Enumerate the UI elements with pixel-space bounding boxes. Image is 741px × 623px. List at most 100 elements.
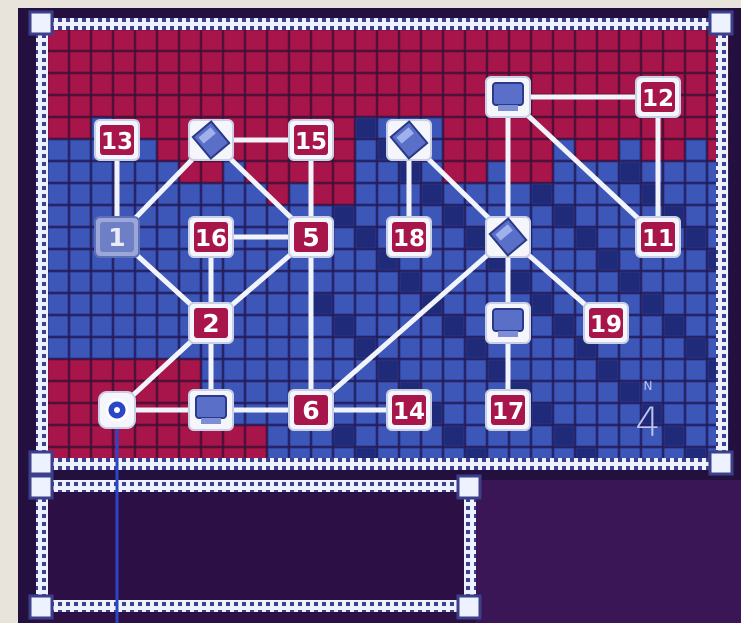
grid-cell bbox=[554, 404, 574, 424]
grid-cell bbox=[114, 316, 134, 336]
grid-cell bbox=[444, 250, 464, 270]
computer-terminal-icon[interactable] bbox=[486, 303, 530, 343]
grid-cell bbox=[48, 118, 68, 138]
grid-cell bbox=[532, 360, 552, 380]
grid-cell bbox=[444, 338, 464, 358]
grid-cell bbox=[334, 184, 354, 204]
grid-cell bbox=[334, 30, 354, 50]
grid-cell bbox=[268, 162, 288, 182]
grid-cell bbox=[466, 272, 486, 292]
grid-cell bbox=[334, 140, 354, 160]
grid-cell bbox=[356, 206, 376, 226]
node-15[interactable]: 15 bbox=[289, 120, 333, 160]
node-label: 14 bbox=[393, 399, 425, 425]
grid-cell bbox=[356, 74, 376, 94]
grid-cell bbox=[686, 404, 706, 424]
grid-cell bbox=[246, 206, 266, 226]
grid-cell bbox=[686, 360, 706, 380]
grid-cell bbox=[202, 162, 222, 182]
cursor-target-icon[interactable] bbox=[99, 392, 135, 428]
grid-cell bbox=[598, 162, 618, 182]
grid-cell bbox=[466, 338, 486, 358]
grid-cell bbox=[576, 228, 596, 248]
grid-cell bbox=[422, 30, 442, 50]
grid-cell bbox=[312, 30, 332, 50]
computer-terminal-icon[interactable] bbox=[189, 390, 233, 430]
grid-cell bbox=[642, 316, 662, 336]
grid-cell bbox=[686, 74, 706, 94]
node-6[interactable]: 6 bbox=[289, 390, 333, 430]
grid-cell bbox=[334, 228, 354, 248]
grid-cell bbox=[268, 96, 288, 116]
grid-cell bbox=[466, 140, 486, 160]
grid-cell bbox=[356, 382, 376, 402]
node-18[interactable]: 18 bbox=[387, 217, 431, 257]
grid-cell bbox=[664, 30, 684, 50]
grid-cell bbox=[356, 404, 376, 424]
robot-icon[interactable] bbox=[189, 120, 233, 160]
grid-cell bbox=[598, 360, 618, 380]
grid-cell bbox=[532, 294, 552, 314]
grid-cell bbox=[48, 272, 68, 292]
grid-cell bbox=[268, 30, 288, 50]
grid-cell bbox=[620, 140, 640, 160]
grid-cell bbox=[510, 118, 530, 138]
grid-cell bbox=[334, 426, 354, 446]
grid-cell bbox=[466, 30, 486, 50]
grid-cell bbox=[378, 96, 398, 116]
robot-icon[interactable] bbox=[387, 120, 431, 160]
node-11[interactable]: 11 bbox=[636, 217, 680, 257]
grid-cell bbox=[268, 338, 288, 358]
grid-cell bbox=[532, 426, 552, 446]
grid-cell bbox=[686, 426, 706, 446]
grid-cell bbox=[598, 206, 618, 226]
computer-terminal-icon[interactable] bbox=[486, 77, 530, 117]
grid-cell bbox=[686, 250, 706, 270]
grid-cell bbox=[488, 162, 508, 182]
node-17[interactable]: 17 bbox=[486, 390, 530, 430]
node-12[interactable]: 12 bbox=[636, 77, 680, 117]
grid-cell bbox=[576, 140, 596, 160]
grid-cell bbox=[356, 52, 376, 72]
grid-cell bbox=[664, 360, 684, 380]
grid-cell bbox=[114, 96, 134, 116]
node-2[interactable]: 2 bbox=[189, 303, 233, 343]
grid-cell bbox=[598, 272, 618, 292]
node-13[interactable]: 13 bbox=[95, 120, 139, 160]
grid-cell bbox=[686, 162, 706, 182]
grid-cell bbox=[488, 52, 508, 72]
grid-cell bbox=[158, 74, 178, 94]
node-1[interactable]: 1 bbox=[95, 217, 139, 257]
node-5[interactable]: 5 bbox=[289, 217, 333, 257]
grid-cell bbox=[576, 404, 596, 424]
grid-cell bbox=[488, 272, 508, 292]
grid-cell bbox=[70, 272, 90, 292]
grid-cell bbox=[312, 162, 332, 182]
grid-cell bbox=[554, 162, 574, 182]
grid-cell bbox=[158, 294, 178, 314]
grid-cell bbox=[334, 162, 354, 182]
node-14[interactable]: 14 bbox=[387, 390, 431, 430]
grid-cell bbox=[466, 96, 486, 116]
node-label: 11 bbox=[642, 226, 674, 252]
grid-cell bbox=[202, 30, 222, 50]
grid-cell bbox=[70, 30, 90, 50]
node-19[interactable]: 19 bbox=[584, 303, 628, 343]
grid-cell bbox=[510, 272, 530, 292]
grid-cell bbox=[466, 426, 486, 446]
grid-cell bbox=[444, 52, 464, 72]
grid-cell bbox=[114, 360, 134, 380]
grid-cell bbox=[400, 272, 420, 292]
grid-cell bbox=[400, 360, 420, 380]
node-label: 5 bbox=[302, 223, 319, 252]
grid-cell bbox=[554, 228, 574, 248]
robot-icon[interactable] bbox=[486, 217, 530, 257]
grid-cell bbox=[466, 52, 486, 72]
node-16[interactable]: 16 bbox=[189, 217, 233, 257]
grid-cell bbox=[642, 294, 662, 314]
grid-cell bbox=[136, 30, 156, 50]
grid-cell bbox=[642, 52, 662, 72]
grid-cell bbox=[356, 118, 376, 138]
grid-cell bbox=[48, 140, 68, 160]
grid-cell bbox=[554, 360, 574, 380]
